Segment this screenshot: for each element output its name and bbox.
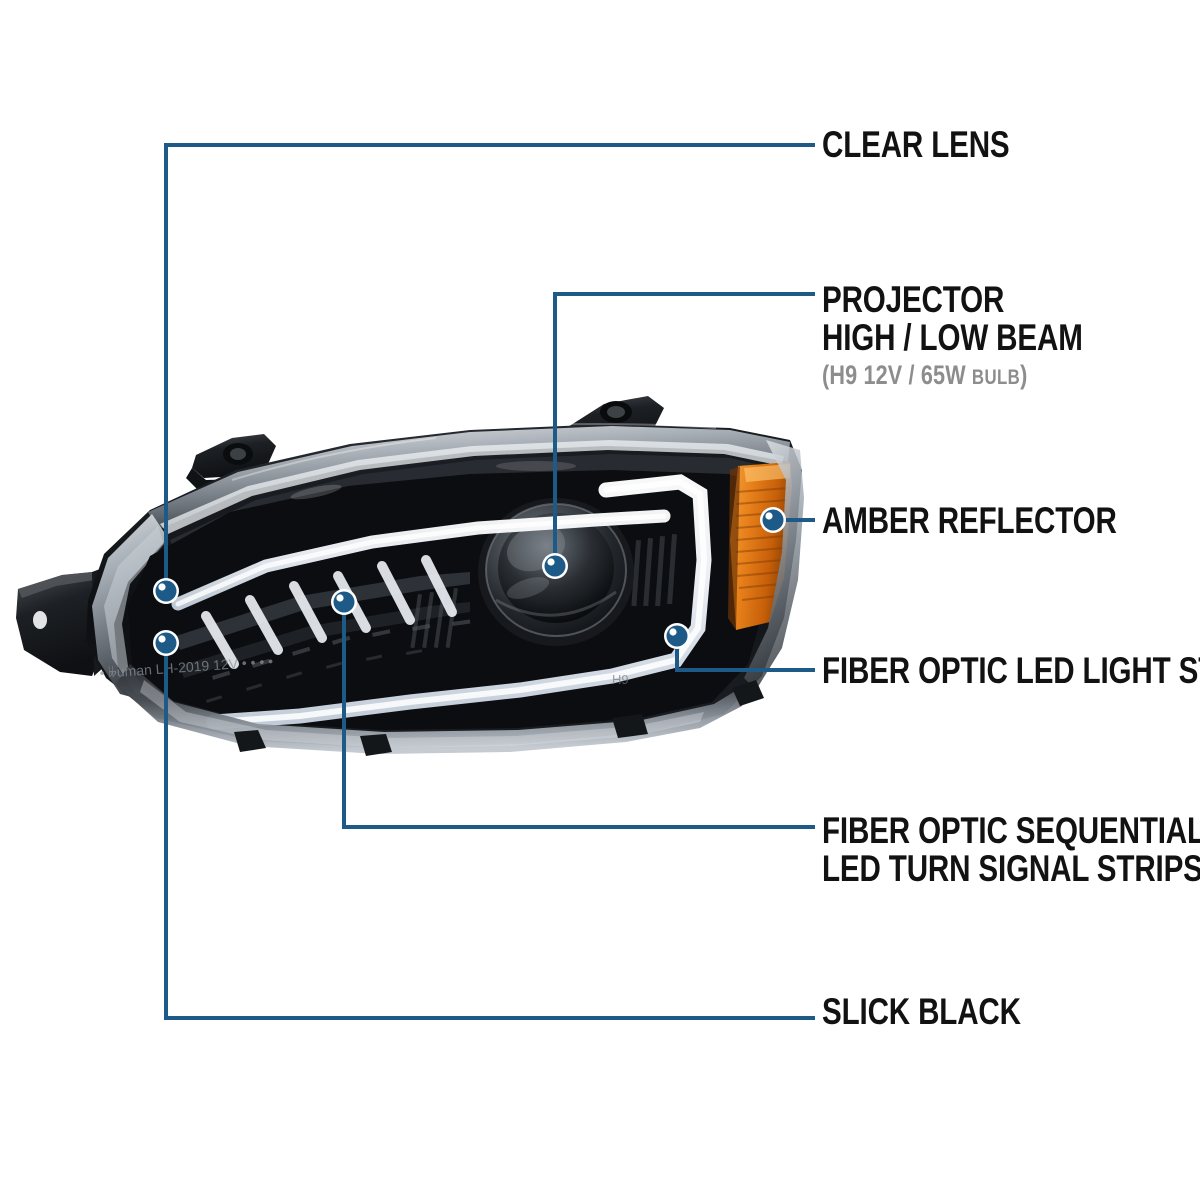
callout-label-led-light-strip: FIBER OPTIC LED LIGHT STRIP — [822, 650, 1200, 691]
callout-label-slick-black: SLICK BLACK — [822, 991, 1021, 1032]
sublabel-bulb-spec: H9 12V / 65W — [829, 359, 966, 390]
clear-lens-left-wrap — [92, 514, 168, 700]
callout-label-projector-line1: PROJECTOR — [822, 279, 1005, 320]
sublabel-close-paren: ) — [1020, 359, 1028, 390]
callout-label-turn-signal-line1: FIBER OPTIC SEQUENTIAL — [822, 810, 1200, 851]
callout-sublabel-projector-bulb: (H9 12V / 65W BULB) — [822, 361, 1083, 389]
callout-label-amber-reflector-text: AMBER REFLECTOR — [822, 500, 1117, 541]
callout-label-slick-black-text: SLICK BLACK — [822, 991, 1021, 1032]
callout-label-amber-reflector: AMBER REFLECTOR — [822, 500, 1117, 541]
callout-label-clear-lens-text: CLEAR LENS — [822, 124, 1010, 165]
callout-label-clear-lens: CLEAR LENS — [822, 124, 1010, 165]
callout-label-turn-signal-line2: LED TURN SIGNAL STRIPS — [822, 848, 1200, 890]
lens-bulb-mark: H9 — [612, 672, 629, 687]
sublabel-open-paren: ( — [822, 359, 830, 390]
callout-label-projector-line2: HIGH / LOW BEAM — [822, 317, 1083, 359]
callout-label-turn-signal: FIBER OPTIC SEQUENTIAL LED TURN SIGNAL S… — [822, 810, 1200, 890]
callout-label-projector: PROJECTOR HIGH / LOW BEAM (H9 12V / 65W … — [822, 279, 1083, 389]
sublabel-bulb-word: BULB — [971, 365, 1021, 389]
callout-label-led-light-strip-text: FIBER OPTIC LED LIGHT STRIP — [822, 650, 1200, 691]
